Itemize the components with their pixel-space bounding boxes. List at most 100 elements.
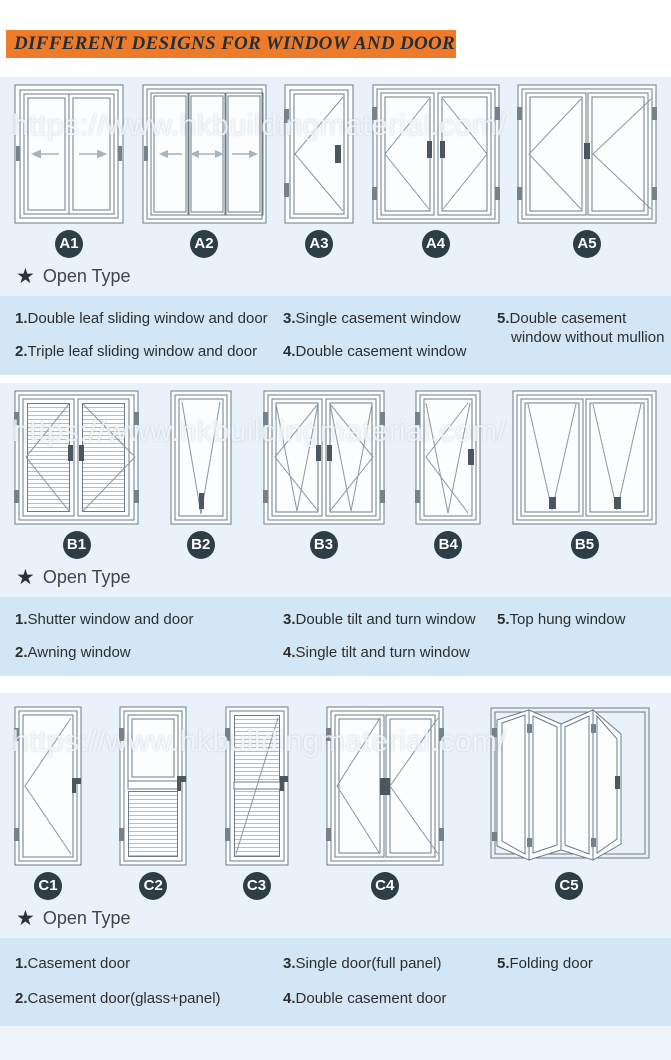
lock-mark — [143, 146, 148, 161]
open-type-item: 2.Awning window — [15, 644, 131, 661]
open-type-list-a: 1.Double leaf sliding window and door 2.… — [0, 296, 671, 375]
drawing-c3-single-door-full-panel — [224, 706, 288, 866]
drawing-c5-folding-door — [490, 707, 650, 861]
hinge-marks — [415, 412, 421, 503]
open-type-label: Open Type — [42, 567, 131, 587]
section-b-panel: https://www.hkbuildingmaterial.com/ — [0, 383, 671, 597]
handle-icons — [426, 141, 445, 158]
badge-a4: A4 — [421, 230, 450, 258]
open-type-item: 2.Triple leaf sliding window and door — [15, 343, 258, 360]
page-title: DIFFERENT DESIGNS FOR WINDOW AND DOOR — [6, 30, 456, 58]
badge-a3: A3 — [305, 230, 333, 258]
badge-c4: C4 — [370, 872, 399, 900]
open-type-header-c: ★ Open Type — [14, 900, 657, 938]
drawing-a3-single-casement-window — [284, 84, 354, 224]
badge-a2: A2 — [190, 230, 218, 258]
open-type-item: 3.Double tilt and turn window — [283, 611, 476, 628]
star-icon: ★ — [16, 907, 35, 930]
open-type-item: 3.Single door(full panel) — [283, 955, 442, 972]
figure-b2: B2 — [170, 390, 232, 559]
section-c: https://www.hkbuildingmaterial.com/ — [0, 693, 671, 1026]
badge-c5: C5 — [555, 872, 583, 900]
badge-b1: B1 — [62, 531, 91, 559]
slide-both-arrow-icon — [189, 150, 224, 158]
slide-left-arrow-icon — [158, 150, 182, 158]
handle-icons — [315, 445, 332, 461]
open-type-item: 1.Shutter window and door — [15, 611, 194, 628]
drawing-c1-casement-door — [14, 706, 82, 866]
hinge-marks — [262, 412, 385, 503]
drawing-b4-single-tilt-turn-window — [415, 390, 481, 525]
drawing-b3-double-tilt-turn-window — [262, 390, 385, 525]
open-type-item: 4.Double casement window — [283, 343, 467, 360]
open-type-item: 1.Double leaf sliding window and door — [15, 310, 268, 327]
section-c-panel: https://www.hkbuildingmaterial.com/ — [0, 693, 671, 938]
handle-icon — [379, 778, 390, 795]
hinge-marks — [517, 107, 657, 200]
open-type-header-a: ★ Open Type — [14, 258, 657, 296]
figure-b5: B5 — [512, 390, 657, 559]
figure-a1: A1 — [14, 84, 124, 258]
handle-icons — [68, 445, 84, 461]
hinge-marks — [325, 728, 444, 841]
open-type-item: 4.Single tilt and turn window — [283, 644, 470, 661]
drawing-b5-top-hung-window — [512, 390, 657, 525]
open-type-item: 5.Top hung window — [497, 611, 626, 628]
drawing-a5-double-casement-window-no-mullion — [517, 84, 657, 224]
hinge-marks — [14, 412, 139, 503]
drawing-b2-awning-window — [170, 390, 232, 525]
lock-marks — [16, 146, 122, 161]
hinge-marks — [284, 109, 289, 197]
drawing-c2-casement-door-glass-panel — [119, 706, 187, 866]
badge-c2: C2 — [139, 872, 168, 900]
open-type-item: 4.Double casement door — [283, 990, 447, 1007]
open-type-item: 2.Casement door(glass+panel) — [15, 990, 221, 1007]
badge-a1: A1 — [55, 230, 83, 258]
section-a: https://www.hkbuildingmaterial.com/ — [0, 77, 671, 375]
slide-left-arrow-icon — [31, 149, 59, 159]
section-a-figures: A1 — [14, 84, 657, 258]
hinge-marks — [14, 728, 19, 841]
handle-icon — [177, 776, 187, 791]
figure-a2: A2 — [142, 84, 267, 258]
section-c-figures: C1 — [14, 700, 657, 900]
figure-a3: A3 — [284, 84, 354, 258]
drawing-a4-double-casement-window — [371, 84, 500, 224]
open-type-item: 5.Double casement window without mullion — [497, 310, 665, 346]
badge-a5: A5 — [573, 230, 601, 258]
figure-c4: C4 — [325, 706, 444, 900]
handle-icon — [279, 776, 288, 791]
section-b: https://www.hkbuildingmaterial.com/ — [0, 383, 671, 676]
open-type-label: Open Type — [42, 908, 131, 928]
star-icon: ★ — [16, 566, 35, 589]
footer-strip — [0, 1026, 671, 1060]
badge-b4: B4 — [434, 531, 463, 559]
section-b-figures: B1 B2 — [14, 390, 657, 559]
hinge-marks — [492, 724, 596, 847]
figure-c5: C5 — [481, 700, 657, 900]
slide-right-arrow-icon — [231, 150, 258, 158]
badge-b3: B3 — [309, 531, 338, 559]
figure-c2: C2 — [119, 706, 187, 900]
figure-a4: A4 — [371, 84, 500, 258]
hinge-marks — [119, 728, 125, 841]
slide-right-arrow-icon — [79, 149, 107, 159]
hinge-marks — [224, 728, 230, 841]
handle-icon — [615, 776, 620, 789]
hinge-marks — [371, 107, 500, 200]
open-type-item: 5.Folding door — [497, 955, 593, 972]
badge-c1: C1 — [34, 872, 62, 900]
handle-icon — [335, 145, 341, 163]
drawing-a1-double-leaf-sliding-window — [14, 84, 124, 224]
badge-b5: B5 — [570, 531, 599, 559]
drawing-a2-triple-leaf-sliding-window — [142, 84, 266, 224]
figure-b4: B4 — [415, 390, 481, 559]
handle-icon — [72, 778, 81, 793]
badge-b2: B2 — [186, 531, 215, 559]
figure-c1: C1 — [14, 706, 82, 900]
open-type-item: 1.Casement door — [15, 955, 131, 972]
section-a-panel: https://www.hkbuildingmaterial.com/ — [0, 77, 671, 296]
open-type-item: 3.Single casement window — [283, 310, 461, 327]
drawing-b1-shutter-window — [14, 390, 139, 525]
open-type-list-c: 1.Casement door 2.Casement door(glass+pa… — [0, 938, 671, 1026]
